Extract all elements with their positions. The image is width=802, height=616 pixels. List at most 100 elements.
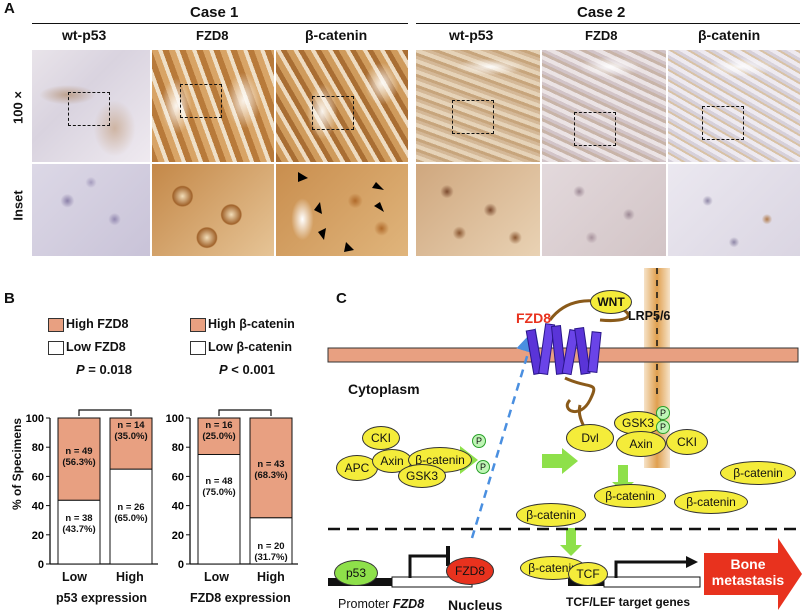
phospho-icon: P — [656, 406, 670, 420]
bcatenin-free: β-catenin — [594, 484, 666, 508]
tcf-lef-label: TCF/LEF target genes — [566, 595, 691, 609]
y-tick-label: 20 — [32, 530, 44, 542]
gsk3-protein: GSK3 — [398, 464, 446, 488]
fzd8-oval: FZD8 — [446, 557, 494, 585]
col-label-wt-p53-2: wt-p53 — [449, 27, 494, 43]
dvl-protein: Dvl — [566, 424, 614, 452]
phospho-icon: P — [656, 420, 670, 434]
bar-label-right-high-low: n = 20 — [257, 541, 285, 552]
bar-low — [197, 454, 241, 565]
significance-bracket — [218, 409, 272, 416]
inset-region-box — [312, 96, 354, 130]
legend-low-bcatenin: Low β-catenin — [208, 340, 293, 354]
bar-high — [109, 417, 153, 470]
arrowhead-icon — [314, 202, 322, 214]
y-tick-label: 0 — [38, 559, 44, 571]
col-label-bcatenin-1: β-catenin — [305, 27, 368, 43]
arrowhead-markers — [298, 172, 384, 252]
cki-protein: CKI — [362, 426, 400, 450]
fzd8-tss-arrow — [408, 554, 450, 578]
pvalue-left: P = 0.018 — [76, 362, 133, 377]
bone-metastasis-arrow — [704, 538, 802, 610]
micrograph-100x-wt-p53-case1 — [32, 50, 150, 162]
pvalue-right: P < 0.001 — [219, 362, 276, 377]
bcatenin-free: β-catenin — [516, 503, 586, 527]
bar-low — [249, 517, 293, 565]
bar-label-left-high-low-pct: (65.0%) — [114, 513, 148, 524]
bar-label-left-low-low: n = 38 — [65, 513, 93, 524]
y-tick-label: 60 — [172, 471, 184, 483]
bar-label-right-high-high: n = 43 — [257, 459, 285, 470]
micrograph-inset-wt-p53-case1 — [32, 164, 150, 256]
col-label-bcatenin-2: β-catenin — [698, 27, 761, 43]
axin-signalosome: Axin — [616, 431, 666, 457]
xlabel-left: p53 expression — [56, 591, 148, 605]
fzd8-red-label: FZD8 — [516, 310, 551, 326]
bar-label-left-low-low-pct: (43.7%) — [62, 524, 96, 535]
col-label-wt-p53-1: wt-p53 — [62, 27, 107, 43]
nucleus-label: Nucleus — [448, 597, 503, 613]
legend-swatch-high-bcatenin — [190, 318, 206, 332]
bcatenin-free: β-catenin — [720, 461, 796, 485]
case1-title: Case 1 — [190, 4, 239, 21]
y-tick-label: 60 — [32, 471, 44, 483]
bcatenin-free: β-catenin — [674, 490, 748, 514]
micrograph-100x-fzd8-case1 — [152, 50, 274, 162]
y-tick-label: 0 — [178, 559, 184, 571]
case2-title: Case 2 — [577, 4, 626, 21]
bar-low — [57, 499, 101, 565]
y-tick-label: 20 — [172, 530, 184, 542]
legend-low-fzd8: Low FZD8 — [66, 340, 126, 354]
fzd8-upregulation-arrow — [470, 328, 541, 539]
bar-label-right-low-low: n = 48 — [205, 476, 233, 487]
lrp-label: LRP5/6 — [628, 309, 671, 323]
inset-region-box — [180, 84, 222, 118]
case2-rule — [416, 23, 800, 24]
micrograph-100x-bcatenin-case1 — [276, 50, 408, 162]
micrograph-inset-bcatenin-case2 — [668, 164, 800, 256]
y-tick-label: 100 — [26, 413, 44, 425]
legend-swatch-low-fzd8 — [48, 341, 64, 355]
fzd8-receptor — [525, 299, 630, 413]
row-label-inset: Inset — [10, 190, 26, 221]
xcat-right-low: Low — [204, 570, 229, 584]
col-label-fzd8-1: FZD8 — [196, 28, 229, 43]
bar-label-right-low-high: n = 16 — [205, 420, 233, 431]
bar-label-left-high-low: n = 26 — [117, 502, 145, 513]
arrowhead-icon — [374, 202, 384, 212]
micrograph-inset-wt-p53-case2 — [416, 164, 540, 256]
target-gene-box — [603, 576, 701, 588]
bar-label-right-low-low-pct: (75.0%) — [202, 487, 236, 498]
y-tick-label: 100 — [166, 413, 184, 425]
apc-protein: APC — [336, 455, 378, 481]
bar-high — [197, 417, 241, 455]
arrowhead-icon — [318, 228, 326, 240]
panel-b-letter: B — [4, 290, 15, 307]
micrograph-100x-wt-p53-case2 — [416, 50, 540, 162]
micrograph-inset-fzd8-case1 — [152, 164, 274, 256]
cki-signalosome: CKI — [666, 429, 708, 455]
gsk3-signalosome: GSK3 — [614, 411, 662, 435]
bar-label-left-high-high-pct: (35.0%) — [114, 431, 148, 442]
bar-high — [249, 417, 293, 519]
tcf-protein: TCF — [568, 562, 608, 586]
inset-region-box — [452, 100, 494, 134]
arrowhead-icon — [372, 182, 384, 190]
xcat-right-high: High — [257, 570, 285, 584]
legend-swatch-high-fzd8 — [48, 318, 64, 332]
micrograph-100x-fzd8-case2 — [542, 50, 666, 162]
bar-label-right-high-low-pct: (31.7%) — [254, 552, 288, 563]
bar-low — [109, 468, 153, 565]
wnt-ligand: WNT — [590, 290, 632, 314]
y-tick-label: 80 — [32, 442, 44, 454]
bar-label-right-high-high-pct: (68.3%) — [254, 470, 288, 481]
panel-a-letter: A — [4, 0, 15, 17]
target-tss-arrowhead — [686, 556, 698, 568]
phospho-icon: P — [472, 434, 486, 448]
green-arrow — [542, 448, 578, 474]
legend-high-bcatenin: High β-catenin — [208, 317, 295, 331]
legend-swatch-low-bcatenin — [190, 341, 206, 355]
legend-high-fzd8: High FZD8 — [66, 317, 129, 331]
